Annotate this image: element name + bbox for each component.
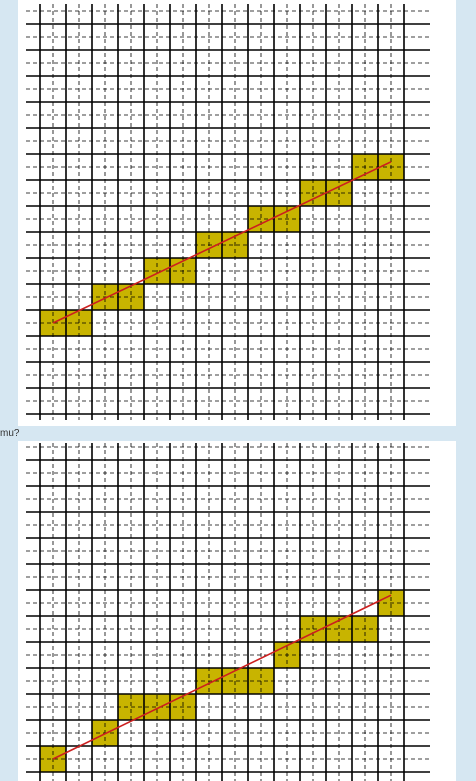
bottom-grid-diagram [18,441,456,781]
caption-text: mu? [0,428,20,439]
top-grid-diagram [18,0,456,426]
top-grid-svg [26,4,430,420]
red-line [52,161,392,324]
bottom-grid-svg [26,443,430,781]
red-line [52,594,392,760]
